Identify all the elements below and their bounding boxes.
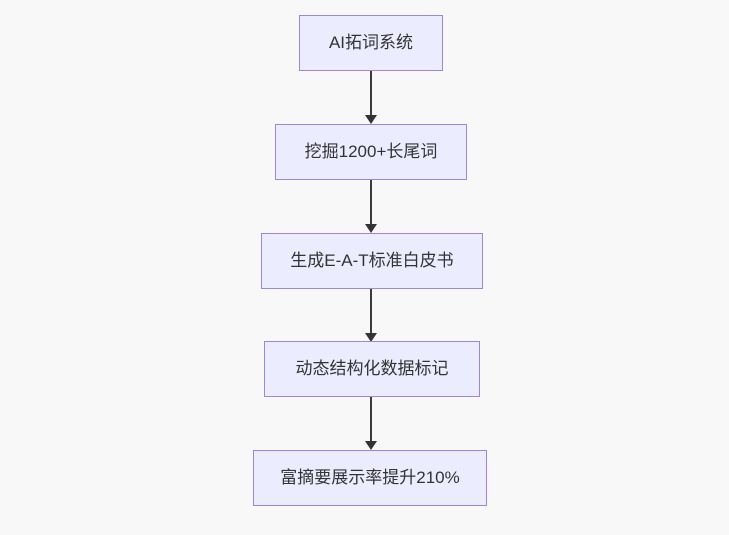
edge-line <box>370 289 372 334</box>
arrowhead-down-icon <box>365 224 377 233</box>
flow-node-structured-data-markup: 动态结构化数据标记 <box>264 341 480 397</box>
flow-node-label: 动态结构化数据标记 <box>295 359 449 378</box>
flow-node-label: 挖掘1200+长尾词 <box>304 142 438 161</box>
arrowhead-down-icon <box>365 115 377 124</box>
flow-node-label: 生成E-A-T标准白皮书 <box>290 251 454 270</box>
edge-line <box>370 71 372 116</box>
flow-node-label: 富摘要展示率提升210% <box>280 468 460 487</box>
flow-node-longtail-mining: 挖掘1200+长尾词 <box>275 124 467 180</box>
flow-node-eat-whitepaper: 生成E-A-T标准白皮书 <box>261 233 483 289</box>
flow-node-ai-keyword-system: AI拓词系统 <box>299 15 443 71</box>
arrowhead-down-icon <box>365 441 377 450</box>
edge-line <box>370 397 372 442</box>
flow-node-rich-snippet-result: 富摘要展示率提升210% <box>253 450 487 506</box>
edge-line <box>370 180 372 225</box>
arrowhead-down-icon <box>365 333 377 342</box>
flow-node-label: AI拓词系统 <box>328 33 414 52</box>
